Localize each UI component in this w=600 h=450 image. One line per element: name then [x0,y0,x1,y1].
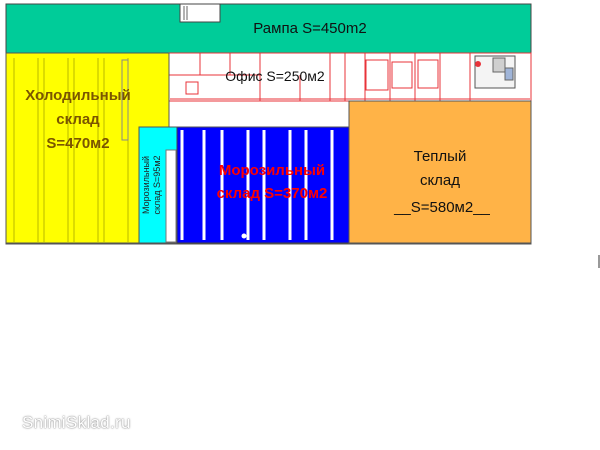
office-label: Офис S=250м2 [225,68,325,84]
watermark: SnimiSklad.ru [22,413,131,432]
cold-storage-label-2: склад [56,111,100,128]
warm-storage-label-1: Теплый [414,148,467,165]
warm-storage-label-2: склад [420,172,460,189]
ramp-door [179,3,221,23]
small-freezer-label-2: склад S=95м2 [152,155,162,214]
cold-storage-racks [13,58,129,242]
main-freezer-dot [241,233,247,239]
cold-column [121,59,129,141]
main-freezer-racks [180,130,334,240]
ramp-label: Рампа S=450m2 [253,20,366,37]
office-zone [168,52,532,102]
cold-storage-label-3: S=470м2 [46,135,109,152]
warm-storage-label-3: __S=580м2__ [393,199,490,216]
small-freezer-rack [165,149,177,243]
cold-storage-label-1: Холодильный [25,87,130,104]
small-freezer-label-1: Морозильный [141,156,151,214]
office-walls [169,53,530,101]
main-freezer-label-1: Морозильный [219,162,325,179]
ramp-zone [5,3,532,54]
warm-storage-zone [348,100,532,244]
main-freezer-label-2: склад S=370м2 [217,185,328,202]
office-marker-dot [475,61,481,67]
